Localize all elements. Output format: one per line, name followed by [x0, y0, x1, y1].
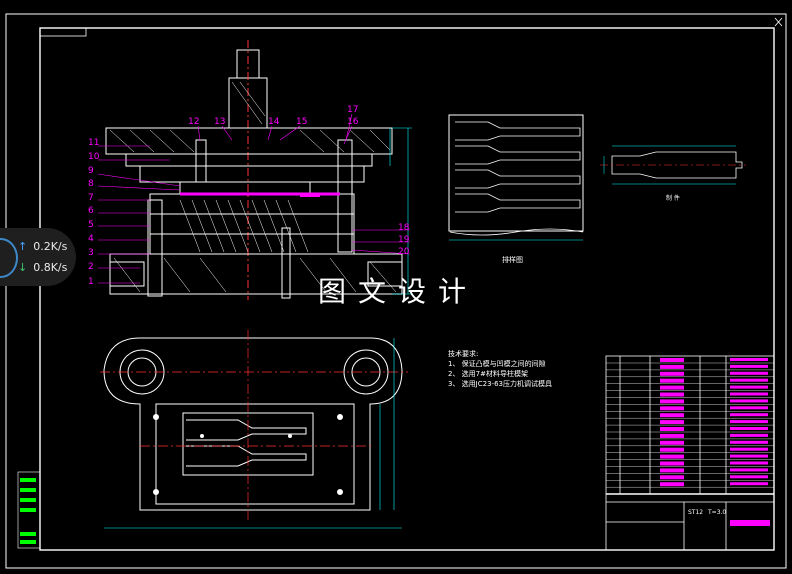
strip-layout-caption: 排样图 [502, 255, 523, 264]
download-speed: 0.8K/s [33, 261, 68, 274]
balloon-4: 4 [88, 234, 94, 244]
balloon-11: 11 [88, 138, 99, 148]
parts-list-cell-fill [730, 420, 768, 424]
balloon-19: 19 [398, 235, 410, 245]
balloon-8: 8 [88, 179, 94, 189]
balloon-20: 20 [398, 247, 410, 257]
parts-list-cell-fill [730, 482, 768, 486]
parts-list-fills [660, 358, 768, 487]
parts-list-cell-fill [660, 399, 684, 404]
balloon-7: 7 [88, 193, 94, 203]
revision-table [17, 471, 41, 549]
parts-list-cell-fill [660, 475, 684, 480]
die-plan-view [100, 330, 408, 529]
balloon-10: 10 [88, 152, 100, 162]
part-drawing [600, 145, 746, 185]
parts-list-cell-fill [730, 433, 768, 437]
die-section-view [97, 40, 412, 300]
parts-list-cell-fill [730, 399, 768, 403]
balloon-17: 17 [347, 105, 358, 115]
parts-list-cell-fill [660, 364, 684, 369]
balloon-12: 12 [188, 117, 199, 127]
parts-list-cell-fill [660, 433, 684, 438]
parts-list-cell-fill [660, 385, 684, 390]
code-box [39, 27, 87, 37]
widget-ring-icon [0, 238, 18, 278]
title-block-drawing-no: ST12 [688, 509, 703, 516]
balloon-9: 9 [88, 166, 94, 176]
download-arrow-icon: ↓ [18, 261, 28, 274]
sheet-outer-border [5, 13, 787, 569]
balloon-18: 18 [398, 223, 410, 233]
balloon-13: 13 [214, 117, 225, 127]
balloon-5: 5 [88, 220, 94, 230]
tech-req-item-3: 3、 选用JC23-63压力机调试模具 [448, 379, 552, 388]
parts-list-cell-fill [730, 447, 768, 451]
parts-list-row-lines [606, 362, 774, 488]
parts-list-cell-fill [730, 371, 768, 375]
parts-list-cell-fill [660, 482, 684, 487]
download-speed-row: ↓ 0.8K/s [18, 261, 67, 274]
parts-list-cell-fill [730, 358, 768, 361]
upload-arrow-icon: ↑ [18, 240, 28, 253]
technical-requirements: 技术要求: 1、 保证凸模与凹模之间的间隙 2、 选用7#材料导柱模架 3、 选… [448, 349, 552, 388]
parts-list-cell-fill [660, 378, 684, 383]
parts-list-cell-fill [660, 468, 684, 473]
upload-speed-row: ↑ 0.2K/s [18, 240, 67, 253]
balloon-3: 3 [88, 248, 94, 258]
parts-list-cell-fill [660, 358, 684, 362]
parts-list-cell-fill [660, 413, 684, 418]
tech-req-item-1: 1、 保证凸模与凹模之间的间隙 [448, 359, 546, 368]
network-speed-widget[interactable]: ↑ 0.2K/s ↓ 0.8K/s [0, 228, 76, 286]
strip-layout [448, 114, 584, 241]
tech-req-item-2: 2、 选用7#材料导柱模架 [448, 369, 528, 378]
tech-req-title: 技术要求: [448, 349, 478, 358]
balloon-15: 15 [296, 117, 307, 127]
parts-list-cell-fill [730, 427, 768, 430]
parts-list-cell-fill [660, 440, 684, 445]
parts-list-cell-fill [730, 454, 768, 458]
parts-list-cell-fill [660, 406, 684, 411]
parts-list-cell-fill [730, 440, 768, 444]
balloon-16: 16 [347, 117, 359, 127]
balloon-1: 1 [88, 277, 94, 287]
parts-list-cell-fill [660, 420, 684, 425]
parts-list-cell-fill [730, 378, 768, 382]
balloon-6: 6 [88, 206, 94, 216]
watermark-text: 图文设计 [318, 275, 479, 308]
parts-list-cell-fill [660, 371, 684, 376]
parts-list-cell-fill [730, 392, 768, 396]
parts-list-cell-fill [730, 461, 768, 465]
sheet-inner-border [39, 27, 775, 551]
parts-list-cell-fill [660, 461, 684, 466]
parts-list-cell-fill [660, 427, 684, 431]
parts-list-cell-fill [730, 406, 768, 410]
balloon-2: 2 [88, 262, 94, 272]
balloon-14: 14 [268, 117, 280, 127]
parts-list-cell-fill [660, 392, 684, 397]
title-block-scale: T=3.0 [707, 509, 726, 516]
parts-list-cell-fill [660, 447, 684, 452]
parts-list-cell-fill [730, 385, 768, 389]
part-number-labels: 11 10 9 8 7 6 5 4 3 2 1 12 13 14 15 17 1… [88, 105, 410, 287]
parts-list-cell-fill [730, 413, 768, 417]
parts-list-cell-fill [730, 475, 768, 479]
parts-list-cell-fill [660, 454, 684, 459]
part-drawing-caption: 制 件 [666, 194, 680, 202]
upload-speed: 0.2K/s [33, 240, 68, 253]
title-block-highlight [730, 520, 770, 526]
parts-list-cell-fill [730, 364, 768, 368]
parts-list-cell-fill [730, 468, 768, 472]
